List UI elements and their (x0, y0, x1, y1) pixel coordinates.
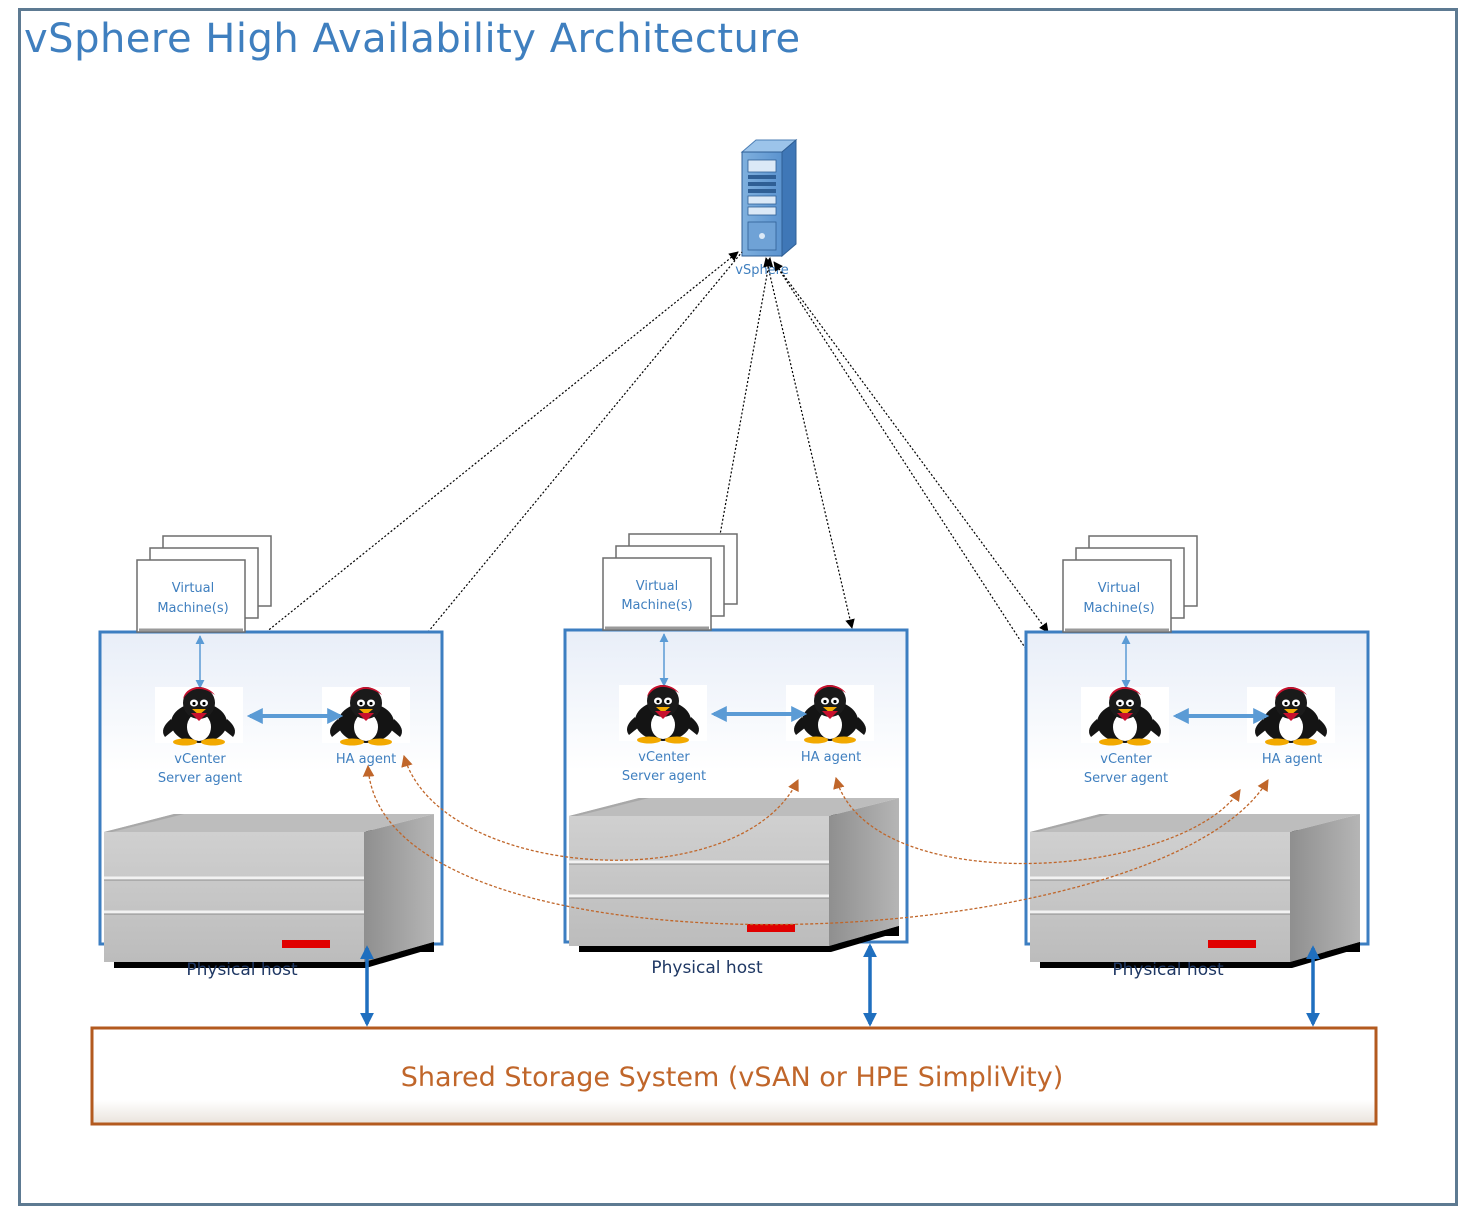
vcenter-label-line1: vCenter (174, 752, 226, 767)
vm-label-line2: Machine(s) (157, 601, 228, 616)
heartbeat-host1-host2 (401, 754, 799, 861)
physical-server-icon (1028, 812, 1362, 970)
link-vsphere-host3 (773, 261, 1049, 633)
diagram-title: vSphere High Availability Architecture (24, 16, 801, 62)
storage-box (90, 1026, 1378, 1126)
server-tower-icon (740, 138, 798, 258)
ha-agent-label: HA agent (1262, 752, 1322, 767)
ha-heartbeat-links (362, 754, 1269, 926)
physical-server-icon (567, 796, 901, 954)
ha-agent-label: HA agent (801, 750, 861, 765)
vcenter-agent-icon (619, 685, 707, 744)
host-3: Virtual Machine(s) vCenter Server agent … (1024, 534, 1370, 980)
storage-label: Shared Storage System (vSAN or HPE Simpl… (401, 1062, 1064, 1093)
link-vsphere-host1-vcenter (223, 251, 739, 667)
vsphere-server: vSphere (735, 138, 798, 278)
vm-label-line1: Virtual (1098, 581, 1140, 596)
physical-server-icon (102, 812, 436, 970)
heartbeat-host2-host3 (833, 776, 1241, 865)
vm-label-line2: Machine(s) (1083, 601, 1154, 616)
shared-storage: Shared Storage System (vSAN or HPE Simpl… (90, 1026, 1378, 1126)
vsphere-label: vSphere (735, 263, 789, 278)
link-vsphere-host2 (763, 257, 855, 629)
ha-agent-label: HA agent (336, 752, 396, 767)
physical-host-label: Physical host (186, 960, 298, 980)
heartbeat-host1-host3 (362, 764, 1269, 926)
vcenter-label-line2: Server agent (158, 771, 242, 786)
host-2: Virtual Machine(s) vCenter Server agent … (563, 532, 909, 978)
vm-label-line2: Machine(s) (621, 598, 692, 613)
diagram-frame (18, 8, 1458, 1206)
vcenter-agent-icon (155, 687, 243, 746)
vcenter-label-line1: vCenter (638, 750, 690, 765)
physical-host-label: Physical host (651, 958, 763, 978)
vcenter-label-line1: vCenter (1100, 752, 1152, 767)
vcenter-label-line2: Server agent (622, 769, 706, 784)
storage-links (360, 943, 1320, 1027)
vm-label-line1: Virtual (636, 579, 678, 594)
vcenter-label-line2: Server agent (1084, 771, 1168, 786)
vcenter-agent-icon (1081, 687, 1169, 746)
link-host3-vcenter-vsphere (777, 267, 1077, 727)
vm-label-line1: Virtual (172, 581, 214, 596)
host-1: Virtual Machine(s) vCenter Server agent … (98, 534, 444, 980)
physical-host-label: Physical host (1112, 960, 1224, 980)
